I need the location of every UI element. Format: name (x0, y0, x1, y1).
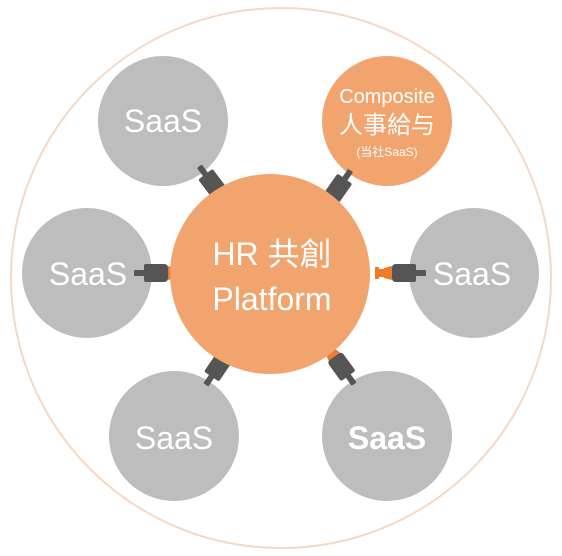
node-top-right-line3: (当社SaaS) (356, 144, 417, 159)
node-middle-left-label: SaaS (49, 256, 127, 292)
node-bottom-left-label: SaaS (135, 420, 213, 456)
outer-ring (10, 7, 552, 549)
node-bottom-right-label: SaaS (348, 420, 426, 456)
hub-circle (170, 174, 370, 374)
node-bottom-left (109, 371, 239, 501)
node-top-right-line2: 人事給与 (339, 112, 435, 139)
hub-label-line1: HR 共創 (212, 236, 331, 272)
node-top-left-label: SaaS (124, 103, 202, 139)
node-bottom-right (322, 371, 452, 501)
node-middle-right (409, 208, 539, 338)
node-middle-right-label: SaaS (433, 256, 511, 292)
hub-label-line2: Platform (212, 281, 331, 317)
node-middle-left (22, 208, 152, 338)
node-top-right-line1: Composite (339, 86, 435, 108)
node-top-right (322, 56, 452, 186)
node-top-left (98, 56, 228, 186)
